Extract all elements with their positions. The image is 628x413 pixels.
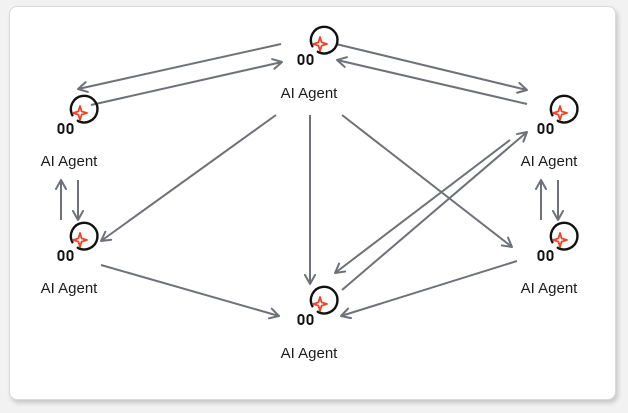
ai-agent-icon [57,94,99,134]
spark-icon [552,232,568,248]
agent-node-left-bottom: AI Agent [41,221,99,297]
edge-top-to-right-top [335,43,528,94]
ai-agent-icon [537,221,579,261]
edge-left-bottom-to-bottom [100,264,280,320]
agent-label: AI Agent [41,280,99,297]
ai-agent-icon [297,285,339,325]
ai-agent-icon [537,94,579,134]
agent-label: AI Agent [521,280,579,297]
edge-right-bottom-to-bottom [340,260,518,320]
agent-label: AI Agent [521,153,579,170]
agent-node-right-top: AI Agent [521,94,579,170]
agent-node-left-top: AI Agent [41,94,99,170]
edge-top-to-left-top [77,43,282,93]
diagram-card [9,6,616,400]
nodes-layer: AI Agent AI Agent AI Agent AI Agent AI Agent… [41,25,579,362]
edge-top-to-left-bottom [100,114,277,242]
edge-top-to-right-bottom [341,114,513,248]
ai-agent-icon [297,25,339,65]
spark-icon [312,296,328,312]
edge-left-top-to-top [90,58,283,106]
edge-right-top-to-top [336,56,528,105]
edge-bottom-to-right-top [341,131,528,291]
spark-icon [552,105,568,121]
spark-icon [72,105,88,121]
agent-label: AI Agent [281,345,339,362]
edges-layer [55,43,564,320]
ai-agent-icon [57,221,99,261]
agent-label: AI Agent [281,85,339,102]
agent-node-right-bottom: AI Agent [521,221,579,297]
agent-node-top: AI Agent [281,25,339,102]
spark-icon [72,232,88,248]
edge-right-top-to-bottom [334,139,511,274]
spark-icon [312,36,328,52]
agent-label: AI Agent [41,153,99,170]
agent-node-bottom: AI Agent [281,285,339,362]
